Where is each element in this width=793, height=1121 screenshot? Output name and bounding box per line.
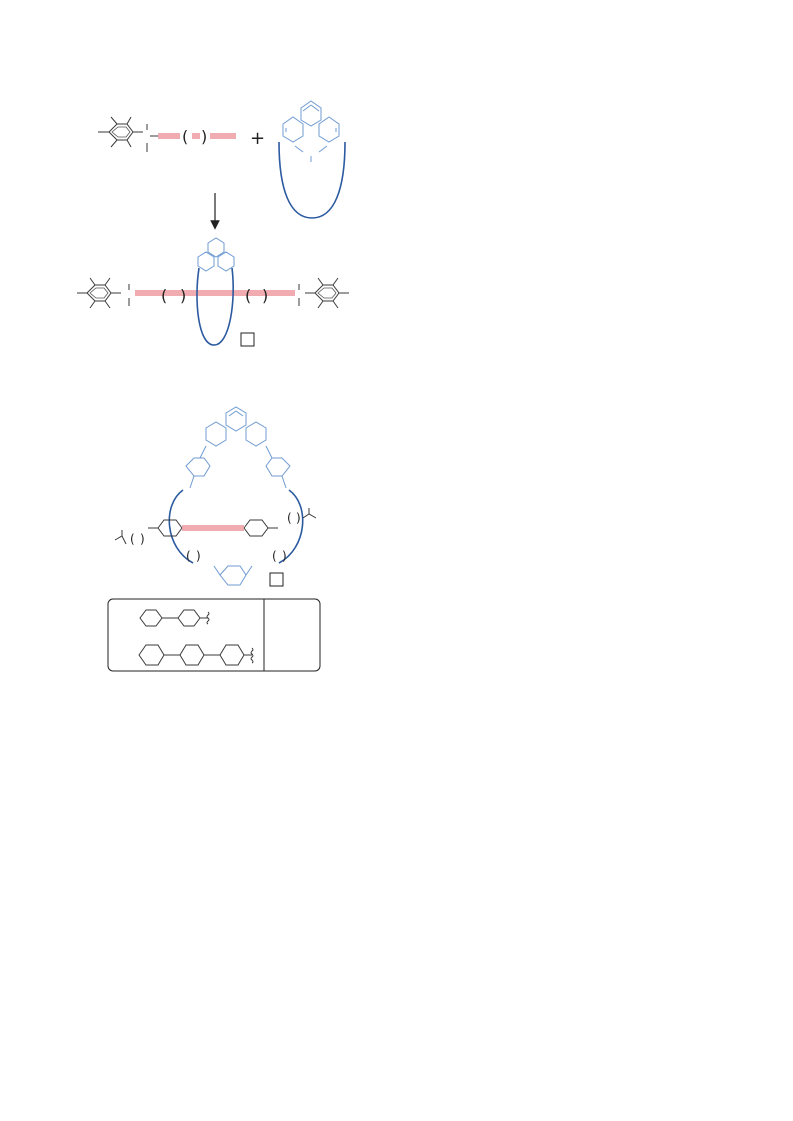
alkyne-axle xyxy=(135,290,295,296)
aryl-ring xyxy=(243,519,269,537)
paren-close: ) xyxy=(282,549,287,563)
alkyne-axle xyxy=(182,525,244,531)
wavy-bond-icon xyxy=(250,647,254,664)
phenyl-ring xyxy=(185,457,211,477)
label-box-icon xyxy=(269,572,284,587)
paren-close: ) xyxy=(196,549,201,563)
paren-close: ) xyxy=(140,532,145,546)
reactant-macrocycle xyxy=(278,100,346,219)
paren-open: ( xyxy=(245,286,251,305)
paren-close: ) xyxy=(262,286,268,305)
macrocycle-arc-right xyxy=(278,489,304,564)
substituent-table xyxy=(107,598,321,672)
threaded-macrocycle-loop xyxy=(196,267,234,346)
cyclohexyl-terphenyl-substituent xyxy=(138,644,254,666)
macrocycle-loop xyxy=(278,141,346,219)
rotaxane-product: ( ) ( ) xyxy=(77,237,349,347)
table-frame xyxy=(107,598,321,672)
macrocycle-arc-left xyxy=(168,489,194,564)
paren-close: ) xyxy=(296,511,301,525)
xylyl-ring xyxy=(219,565,247,586)
paren-open: ( xyxy=(182,127,188,146)
paren-close: ) xyxy=(201,127,207,146)
plus-sign: + xyxy=(250,128,265,149)
reactant-stopper-axle: ( ) xyxy=(98,116,236,152)
alkyne-chain xyxy=(158,133,236,139)
tert-butyl-group xyxy=(302,508,317,519)
label-box-icon xyxy=(240,332,255,347)
paren-open: ( xyxy=(186,549,191,563)
paren-close: ) xyxy=(180,286,186,305)
paren-open: ( xyxy=(161,286,167,305)
second-rotaxane: ( ) ( ) ( ) ( ) xyxy=(114,406,317,587)
paren-open: ( xyxy=(272,549,277,563)
wavy-bond-icon xyxy=(206,611,210,625)
biphenyl-substituent xyxy=(139,609,210,627)
paren-open: ( xyxy=(287,511,292,525)
phenyl-ring xyxy=(265,457,291,477)
paren-open: ( xyxy=(130,532,135,546)
tert-butyl-group xyxy=(114,530,127,545)
